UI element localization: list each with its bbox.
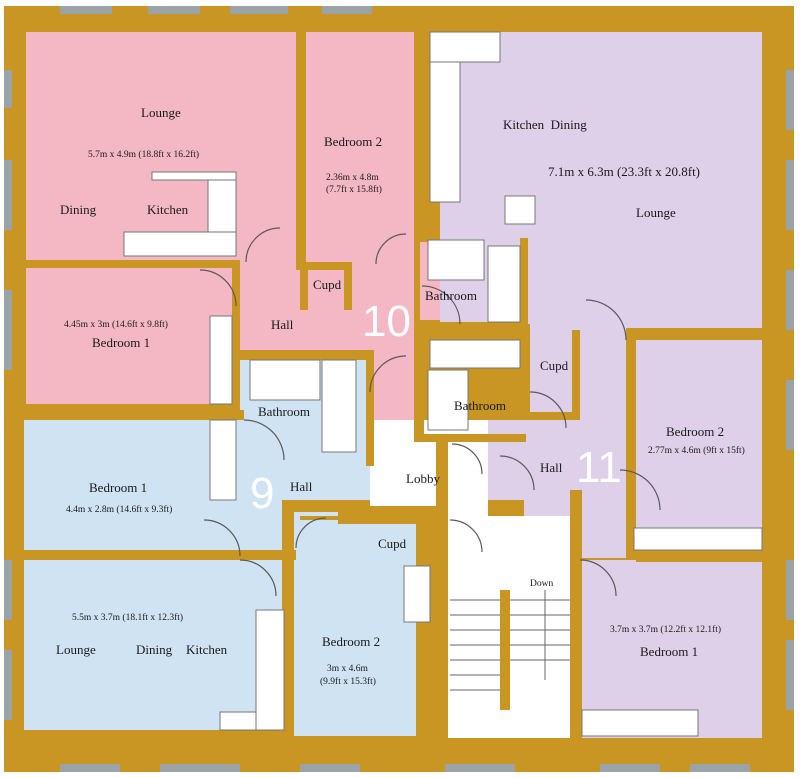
f9-dining-label: Dining xyxy=(136,642,173,657)
f9-hall-label: Hall xyxy=(290,479,313,494)
f9-living-dims: 5.5m x 3.7m (18.1ft x 12.3ft) xyxy=(72,612,183,623)
lobby-label: Lobby xyxy=(406,471,440,486)
door-swings xyxy=(199,227,661,597)
staircase xyxy=(450,590,570,710)
f9-bathroom-label: Bathroom xyxy=(258,404,310,419)
f9-flat-number: 9 xyxy=(250,469,274,518)
f9-bedroom1-dims: 4.4m x 2.8m (14.6ft x 9.3ft) xyxy=(66,504,172,515)
f10-kitchen-label: Kitchen xyxy=(147,202,189,217)
f10-bathroom-label: Bathroom xyxy=(425,288,477,303)
f9-bedroom2-label: Bedroom 2 xyxy=(322,634,380,649)
f9-bedroom2-dims-imperial: (9.9ft x 15.3ft) xyxy=(320,676,376,687)
f10-lounge-dims: 5.7m x 4.9m (18.8ft x 16.2ft) xyxy=(88,149,199,160)
windows xyxy=(4,6,794,772)
f9-kitchen-label: Kitchen xyxy=(186,642,228,657)
fixtures xyxy=(123,31,763,737)
f11-bedroom2-dims: 2.77m x 4.6m (9ft x 15ft) xyxy=(648,445,745,456)
f9-bedroom1-label: Bedroom 1 xyxy=(89,480,147,495)
f11-hall-label: Hall xyxy=(540,460,563,475)
flat-9 xyxy=(24,360,432,738)
flat-11 xyxy=(440,32,762,738)
f10-bedroom2-label: Bedroom 2 xyxy=(324,134,382,149)
f10-bedroom1-label: Bedroom 1 xyxy=(92,335,150,350)
f10-bedroom1-dims: 4.45m x 3m (14.6ft x 9.8ft) xyxy=(64,319,168,330)
f10-bedroom2-dims-metric: 2.36m x 4.8m xyxy=(326,173,379,183)
f9-lounge-label: Lounge xyxy=(56,642,96,657)
f11-lounge-dims: 7.1m x 6.3m (23.3ft x 20.8ft) xyxy=(548,164,700,179)
f9-cupd-label: Cupd xyxy=(378,536,407,551)
stairs-down-label: Down xyxy=(530,579,553,589)
f10-bedroom2-dims-imperial: (7.7ft x 15.8ft) xyxy=(326,184,382,195)
internal-walls xyxy=(24,12,762,750)
f11-bedroom2-label: Bedroom 2 xyxy=(666,424,724,439)
f10-dining-label: Dining xyxy=(60,202,97,217)
f11-bathroom-label: Bathroom xyxy=(454,398,506,413)
f10-hall-label: Hall xyxy=(271,317,294,332)
f11-kitchen-dining-label: Kitchen Dining xyxy=(503,117,587,132)
f11-bedroom1-dims: 3.7m x 3.7m (12.2ft x 12.1ft) xyxy=(610,624,721,635)
f9-bedroom2-dims-metric: 3m x 4.6m xyxy=(327,664,369,674)
f11-bedroom1-label: Bedroom 1 xyxy=(640,644,698,659)
f10-lounge-label: Lounge xyxy=(141,105,181,120)
f11-lounge-label: Lounge xyxy=(636,205,676,220)
f10-cupd-label: Cupd xyxy=(313,277,342,292)
f11-flat-number: 11 xyxy=(576,443,622,492)
f10-flat-number: 10 xyxy=(362,297,411,346)
f11-cupd-label: Cupd xyxy=(540,358,569,373)
